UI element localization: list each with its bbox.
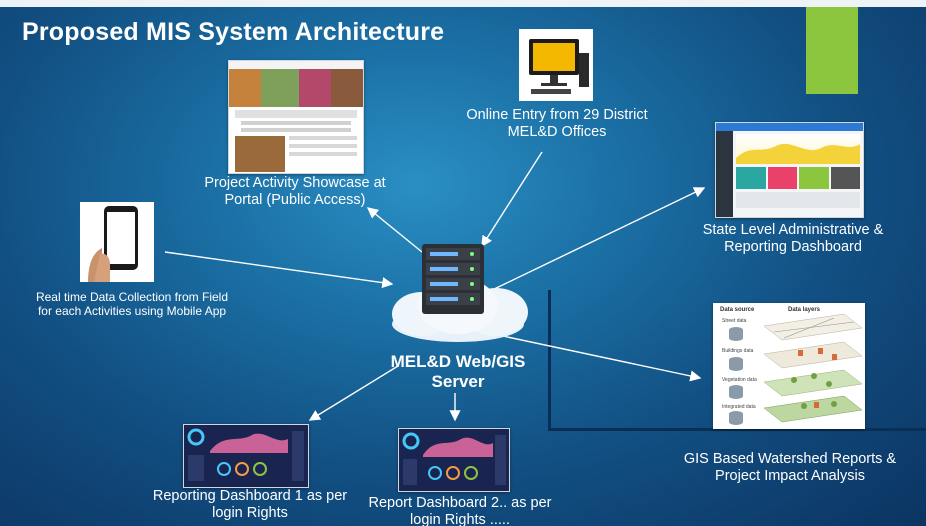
gis-layers-graphic <box>729 313 863 425</box>
report2-dashboard-screenshot <box>398 428 510 492</box>
accent-block <box>806 7 858 94</box>
mobile-label: Real time Data Collection from Field for… <box>35 290 229 319</box>
desktop-computer-icon <box>529 39 589 94</box>
arrow-server-to-portal <box>366 207 423 253</box>
gis-source-header: Data source <box>720 307 755 313</box>
state-dashboard-screenshot <box>715 122 864 218</box>
panel-divider <box>548 428 926 431</box>
portal-label: Project Activity Showcase at Portal (Pub… <box>204 175 386 209</box>
smartphone-icon <box>88 206 138 282</box>
top-strip <box>0 0 926 7</box>
server-cloud-graphic <box>392 244 528 342</box>
arrow-server-to-report1 <box>308 365 399 421</box>
server-label: MEL&D Web/GIS Server <box>390 352 526 392</box>
smartphone-box <box>80 202 154 282</box>
state-label: State Level Administrative & Reporting D… <box>702 222 884 256</box>
gis-layers-header: Data layers <box>788 307 821 313</box>
arrow-mobile-to-server <box>164 251 394 289</box>
desktop-computer-box <box>519 29 593 101</box>
panel-divider-vertical <box>548 290 551 430</box>
report1-label: Reporting Dashboard 1 as per login Right… <box>152 488 348 522</box>
gis-item-buildings: Buildings data <box>722 348 754 354</box>
report2-label: Report Dashboard 2.. as per login Rights… <box>368 495 552 526</box>
arrow-server-to-state <box>487 187 706 293</box>
gis-item-vegetation: Vegetation data <box>722 377 757 383</box>
gis-item-street: Street data <box>722 318 747 324</box>
arrow-server-to-gis <box>497 334 702 382</box>
gis-layers-image: Data source Data layers Street data Buil… <box>713 303 865 429</box>
slide-title: Proposed MIS System Architecture <box>22 18 445 46</box>
gis-label: GIS Based Watershed Reports & Project Im… <box>683 451 897 485</box>
district-label: Online Entry from 29 District MEL&D Offi… <box>466 107 648 141</box>
portal-screenshot <box>228 60 364 174</box>
server-icon <box>422 244 484 314</box>
arrow-district-to-server <box>481 151 543 248</box>
report1-dashboard-screenshot <box>183 424 309 488</box>
gis-item-integrated: Integrated data <box>722 404 756 410</box>
